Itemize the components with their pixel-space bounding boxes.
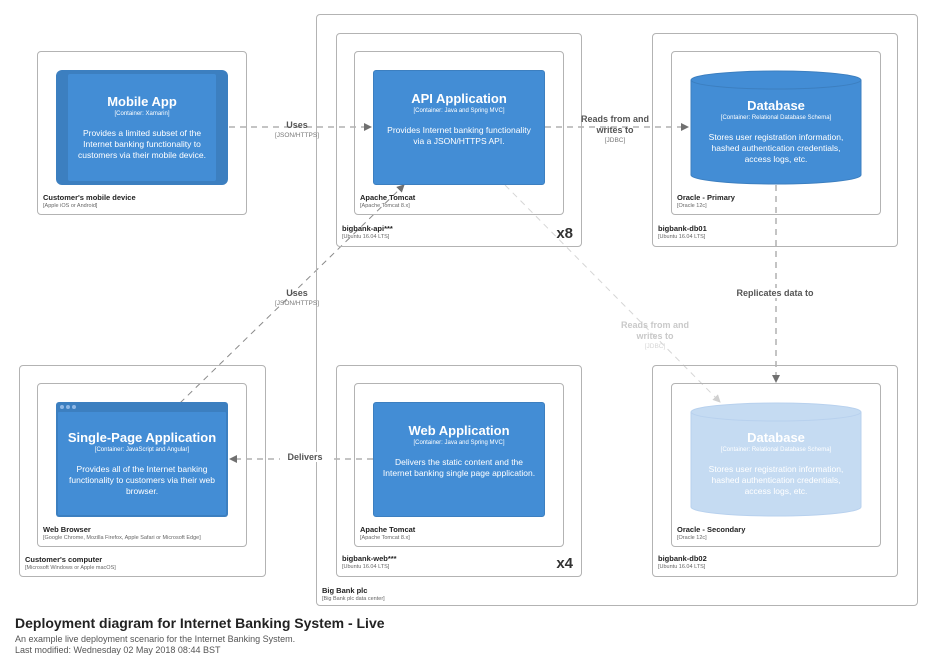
database-primary-container[interactable]: Database [Container: Relational Database… xyxy=(690,70,862,185)
node-bigbank-db02[interactable]: bigbank-db02 [Ubuntu 16.04 LTS] xyxy=(652,365,898,577)
container-type: [Container: Java and Spring MVC] xyxy=(413,108,505,114)
browser-dot-icon xyxy=(66,405,70,409)
database-secondary-container[interactable]: Database [Container: Relational Database… xyxy=(690,402,862,517)
container-description: Provides Internet banking functionality … xyxy=(387,125,531,146)
node-oracle-primary[interactable]: Oracle - Primary [Oracle 12c] xyxy=(671,51,881,215)
node-tech: [Google Chrome, Mozilla Firefox, Apple S… xyxy=(43,535,201,541)
browser-dot-icon xyxy=(72,405,76,409)
api-application-container[interactable]: API Application [Container: Java and Spr… xyxy=(373,70,545,185)
node-label: Web Browser xyxy=(43,525,91,534)
rel-label-api-to-secondary: Reads from and writes to xyxy=(620,320,689,341)
node-tech: [Ubuntu 16.04 LTS] xyxy=(658,234,706,240)
node-label: Customer's computer xyxy=(25,555,103,564)
container-description: Delivers the static content and the Inte… xyxy=(382,457,536,478)
rel-label-api-to-primary: Reads from and writes to xyxy=(580,114,649,135)
node-label: Big Bank plc xyxy=(322,586,368,595)
node-label: bigbank-db02 xyxy=(658,554,707,563)
container-description: Provides a limited subset of the Interne… xyxy=(77,128,207,160)
container-name: Mobile App xyxy=(107,94,177,109)
node-tomcat-web[interactable]: Apache Tomcat [Apache Tomcat 8.x] xyxy=(354,383,564,547)
diagram-title: Deployment diagram for Internet Banking … xyxy=(15,615,385,631)
node-label: bigbank-db01 xyxy=(658,224,707,233)
rel-tech-mobile-to-api: [JSON/HTTPS] xyxy=(274,132,320,139)
node-label: Customer's mobile device xyxy=(43,193,136,202)
node-tech: [Ubuntu 16.04 LTS] xyxy=(658,564,706,570)
container-type: [Container: Relational Database Schema] xyxy=(720,447,832,453)
diagram-description: An example live deployment scenario for … xyxy=(15,634,296,644)
node-label: bigbank-web*** xyxy=(342,554,397,563)
node-web-browser[interactable]: Web Browser [Google Chrome, Mozilla Fire… xyxy=(37,383,247,547)
rel-tech-api-to-primary: [JDBC] xyxy=(604,137,626,144)
node-tech: [Microsoft Windows or Apple macOS] xyxy=(25,565,116,571)
node-label: Oracle - Secondary xyxy=(677,525,746,534)
rel-label-spa-to-api: Uses xyxy=(286,288,308,298)
container-type: [Container: Java and Spring MVC] xyxy=(413,440,505,446)
container-type: [Container: Xamarin] xyxy=(114,111,170,117)
spa-container[interactable]: Single-Page Application [Container: Java… xyxy=(58,412,226,515)
browser-dot-icon xyxy=(60,405,64,409)
node-tech: [Apple iOS or Android] xyxy=(43,203,98,209)
rel-label-mobile-to-api: Uses xyxy=(286,120,308,130)
database-cylinder-icon xyxy=(690,402,862,517)
node-label: Oracle - Primary xyxy=(677,193,735,202)
container-type: [Container: Relational Database Schema] xyxy=(720,115,832,121)
node-customer-mobile-device[interactable]: Customer's mobile device [Apple iOS or A… xyxy=(37,51,247,215)
rel-label-web-to-spa: Delivers xyxy=(280,452,330,462)
node-tomcat-api[interactable]: Apache Tomcat [Apache Tomcat 8.x] xyxy=(354,51,564,215)
node-oracle-secondary[interactable]: Oracle - Secondary [Oracle 12c] xyxy=(671,383,881,547)
node-tech: [Ubuntu 16.04 LTS] xyxy=(342,564,390,570)
node-tech: [Ubuntu 16.04 LTS] xyxy=(342,234,390,240)
node-customer-computer[interactable]: Customer's computer [Microsoft Windows o… xyxy=(19,365,266,577)
web-application-container[interactable]: Web Application [Container: Java and Spr… xyxy=(373,402,545,517)
rel-label-replication: Replicates data to xyxy=(725,288,825,298)
browser-window-frame: Single-Page Application [Container: Java… xyxy=(56,402,228,517)
instance-count: x8 xyxy=(556,225,573,242)
node-bigbank-web[interactable]: bigbank-web*** [Ubuntu 16.04 LTS] x4 xyxy=(336,365,582,577)
container-name: API Application xyxy=(411,91,507,106)
last-modified: Last modified: Wednesday 02 May 2018 08:… xyxy=(15,645,221,655)
mobile-device-frame: Mobile App [Container: Xamarin] Provides… xyxy=(56,70,228,185)
container-description: Stores user registration information, ha… xyxy=(708,132,844,164)
container-type: [Container: JavaScript and Angular] xyxy=(94,447,190,453)
container-name: Database xyxy=(747,430,805,445)
node-bigbank-api[interactable]: bigbank-api*** [Ubuntu 16.04 LTS] x8 xyxy=(336,33,582,247)
container-name: Web Application xyxy=(408,423,510,438)
rel-tech-spa-to-api: [JSON/HTTPS] xyxy=(274,300,320,307)
node-tech: [Apache Tomcat 8.x] xyxy=(360,203,410,209)
instance-count: x4 xyxy=(556,555,573,572)
node-bigbank-plc[interactable]: Big Bank plc [Big Bank plc data center] xyxy=(316,14,918,606)
container-name: Single-Page Application xyxy=(67,430,217,445)
node-label: bigbank-api*** xyxy=(342,224,393,233)
container-name: Database xyxy=(747,98,805,113)
node-label: Apache Tomcat xyxy=(360,525,416,534)
database-cylinder-icon xyxy=(690,70,862,185)
container-description: Stores user registration information, ha… xyxy=(708,464,844,496)
node-tech: [Apache Tomcat 8.x] xyxy=(360,535,410,541)
mobile-app-container[interactable]: Mobile App [Container: Xamarin] Provides… xyxy=(68,74,216,181)
node-bigbank-db01[interactable]: bigbank-db01 [Ubuntu 16.04 LTS] xyxy=(652,33,898,247)
rel-tech-api-to-secondary: [JDBC] xyxy=(644,343,666,350)
node-tech: [Big Bank plc data center] xyxy=(322,596,385,602)
node-tech: [Oracle 12c] xyxy=(677,535,707,541)
node-tech: [Oracle 12c] xyxy=(677,203,707,209)
node-label: Apache Tomcat xyxy=(360,193,416,202)
container-description: Provides all of the Internet banking fun… xyxy=(69,464,215,496)
